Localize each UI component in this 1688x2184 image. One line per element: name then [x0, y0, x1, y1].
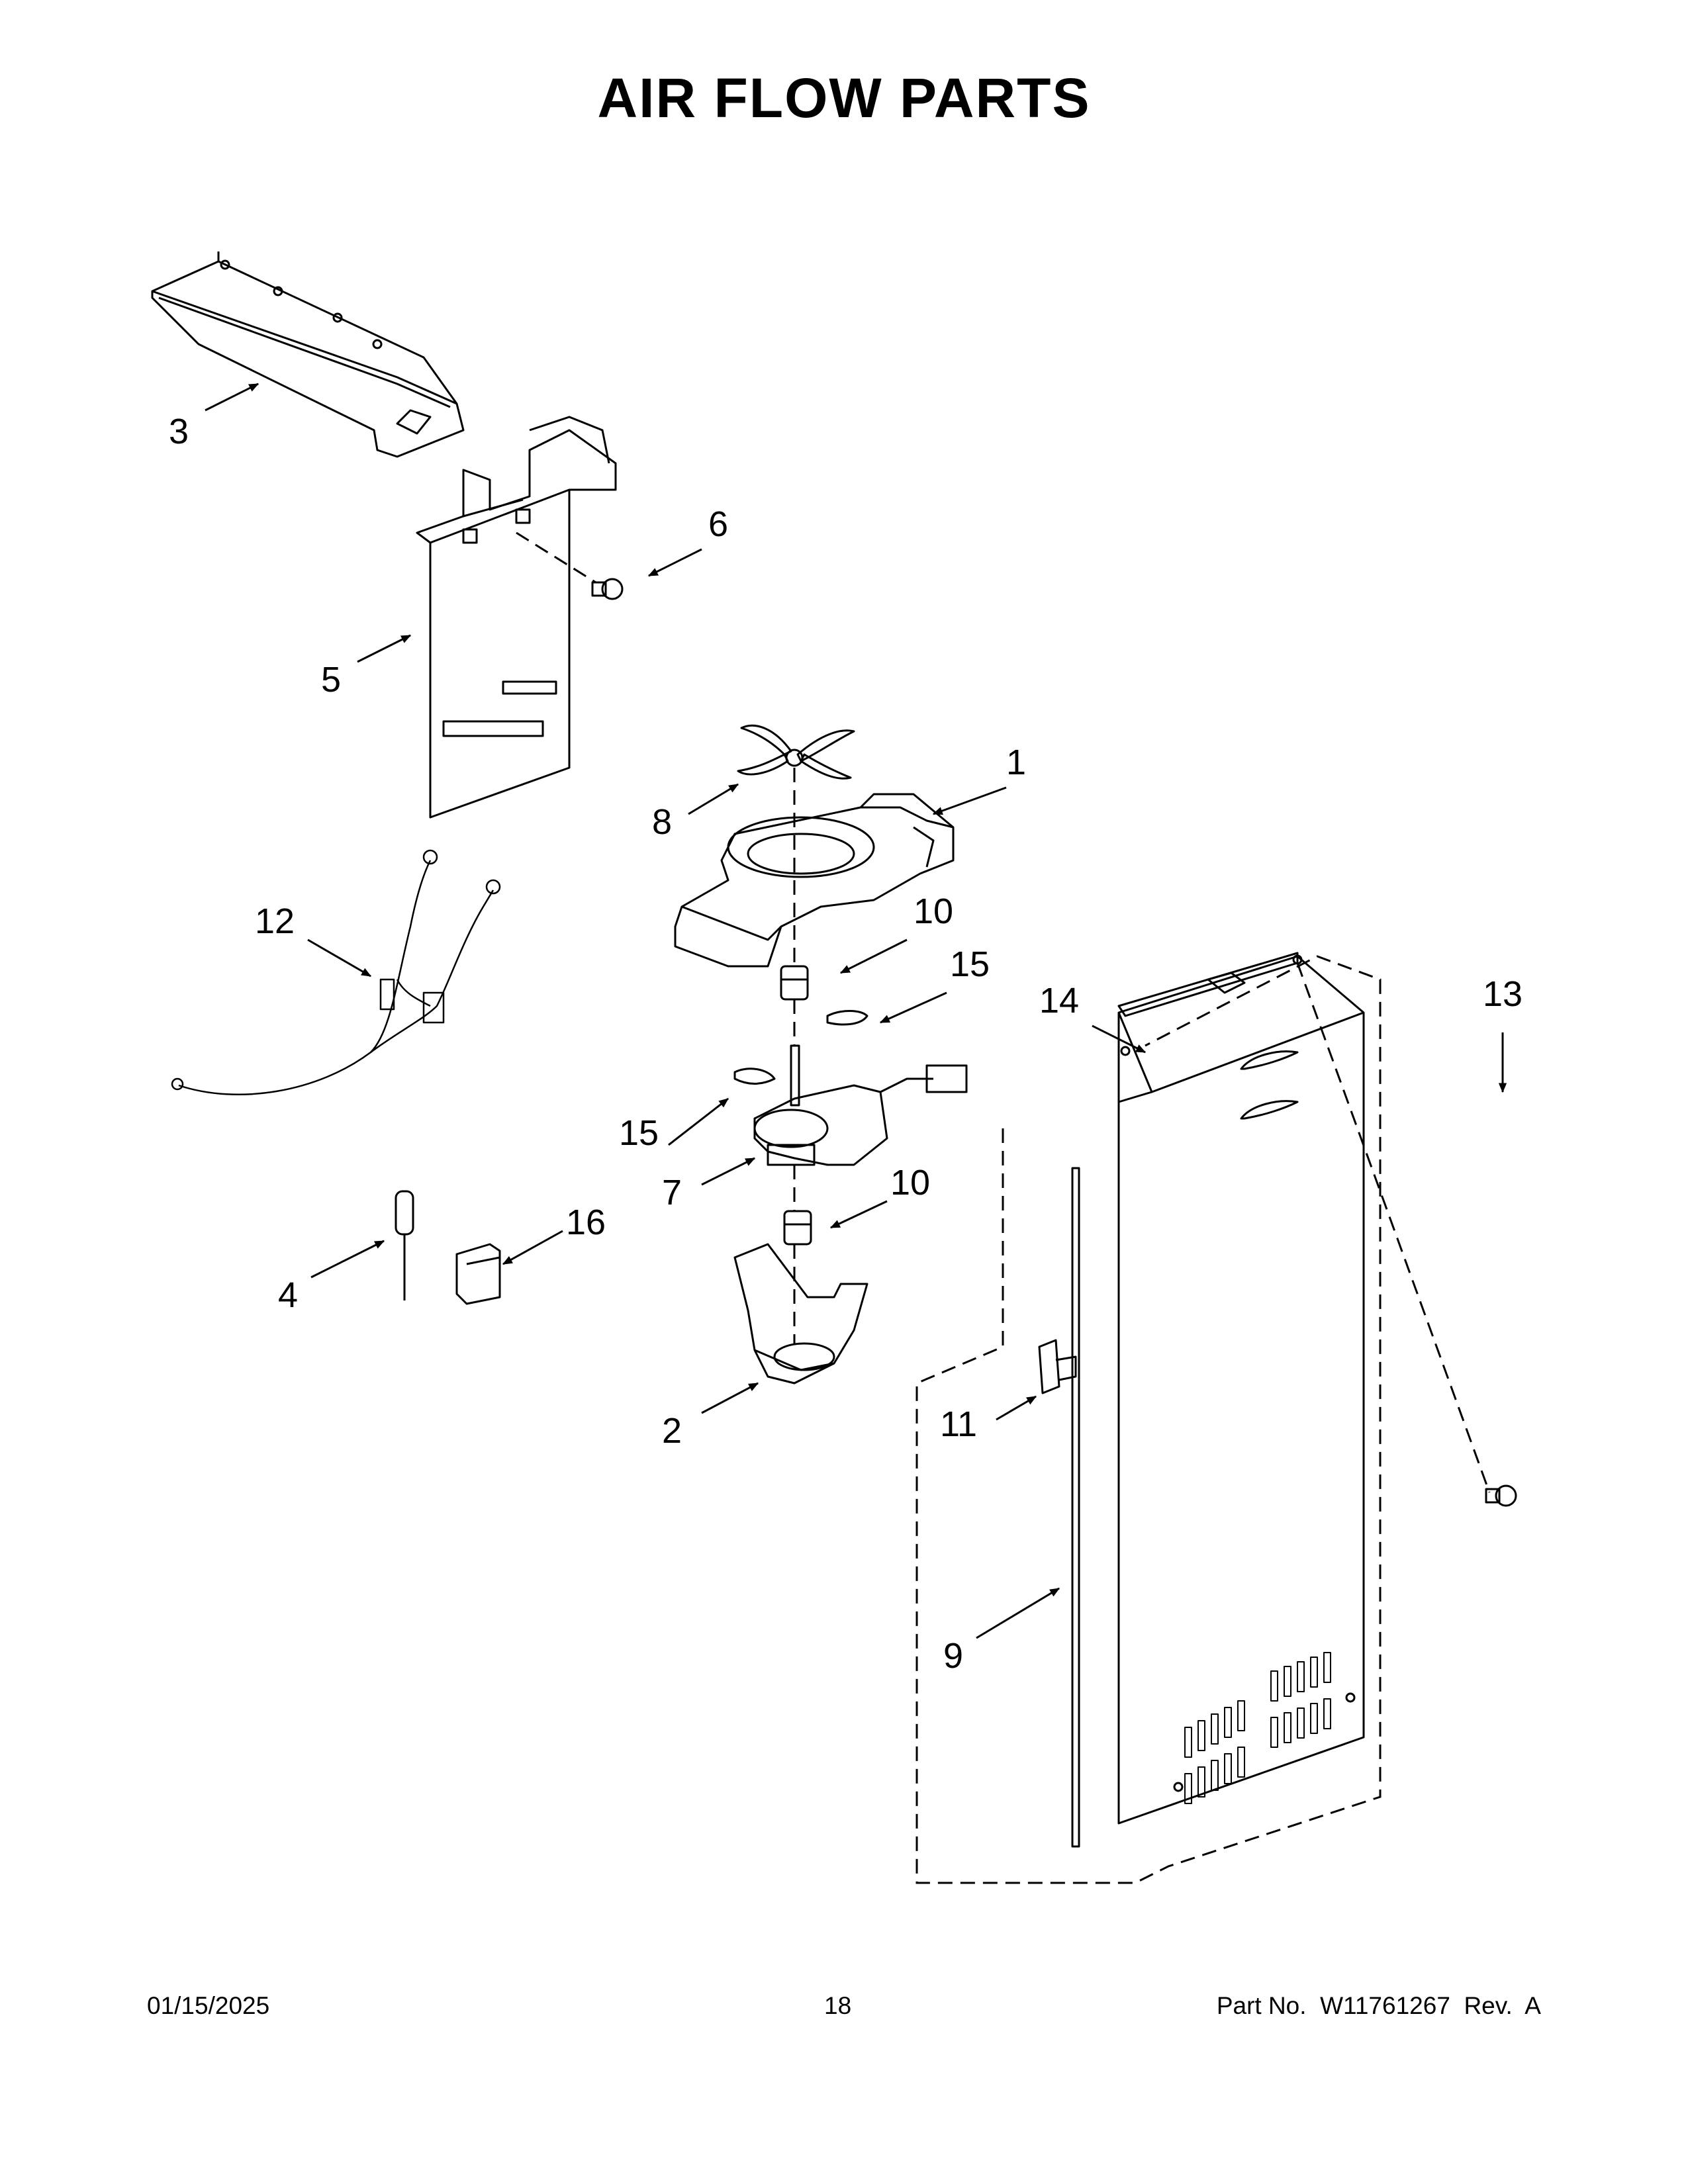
callout-13: 13 [1483, 974, 1523, 1014]
part-10-grommet-upper [780, 965, 809, 1001]
assembly-lines [516, 531, 1491, 1884]
part-2-motor-bracket [733, 1243, 868, 1385]
part-7-fan-motor [753, 1044, 968, 1166]
part-3-duct-cover [151, 251, 465, 458]
footer-part-number: Part No. W11761267 Rev. A [1216, 1992, 1541, 2019]
part-15-spacer-right [826, 1010, 868, 1026]
part-4-thermistor [395, 1190, 414, 1300]
footer-date: 01/15/2025 [147, 1992, 270, 2019]
callout-4: 4 [278, 1275, 298, 1315]
callout-5: 5 [321, 660, 341, 700]
callout-10-upper: 10 [914, 891, 953, 931]
page-title: AIR FLOW PARTS [597, 67, 1091, 129]
footer-page-number-text: 18 [824, 1992, 852, 2019]
part-12-wire-harness [171, 849, 501, 1095]
callout-14: 14 [1039, 981, 1079, 1021]
callout-arrows [205, 383, 1507, 1639]
callout-1: 1 [1006, 743, 1026, 782]
callout-8: 8 [652, 802, 672, 842]
part-9-gasket [1071, 1167, 1080, 1848]
louver-vents [1184, 1652, 1331, 1804]
part-10-grommet-lower [783, 1210, 812, 1246]
callout-3: 3 [169, 412, 189, 451]
callout-11: 11 [940, 1404, 977, 1444]
callout-15-left: 15 [619, 1113, 659, 1153]
callout-9: 9 [943, 1636, 963, 1676]
part-13-screw [1485, 1484, 1517, 1507]
part-14-evaporator-cover [1117, 952, 1365, 1825]
part-15-spacer-left [733, 1068, 776, 1085]
part-1-fan-housing [674, 793, 955, 968]
callout-10-lower: 10 [890, 1163, 930, 1203]
part-6-screw [591, 578, 624, 600]
callout-15-right: 15 [950, 944, 990, 984]
callout-6: 6 [708, 504, 728, 544]
callout-2: 2 [662, 1411, 682, 1451]
part-11-clip [1038, 1339, 1077, 1394]
part-16-clip [455, 1243, 501, 1305]
callout-labels: 1 2 3 4 5 6 7 8 9 10 10 11 12 13 14 15 1… [169, 412, 1523, 1676]
part-8-fan-blade [737, 724, 855, 780]
callout-7: 7 [662, 1173, 682, 1212]
callout-12: 12 [255, 901, 295, 941]
part-5-air-tower [416, 416, 617, 819]
callout-16: 16 [566, 1203, 606, 1242]
